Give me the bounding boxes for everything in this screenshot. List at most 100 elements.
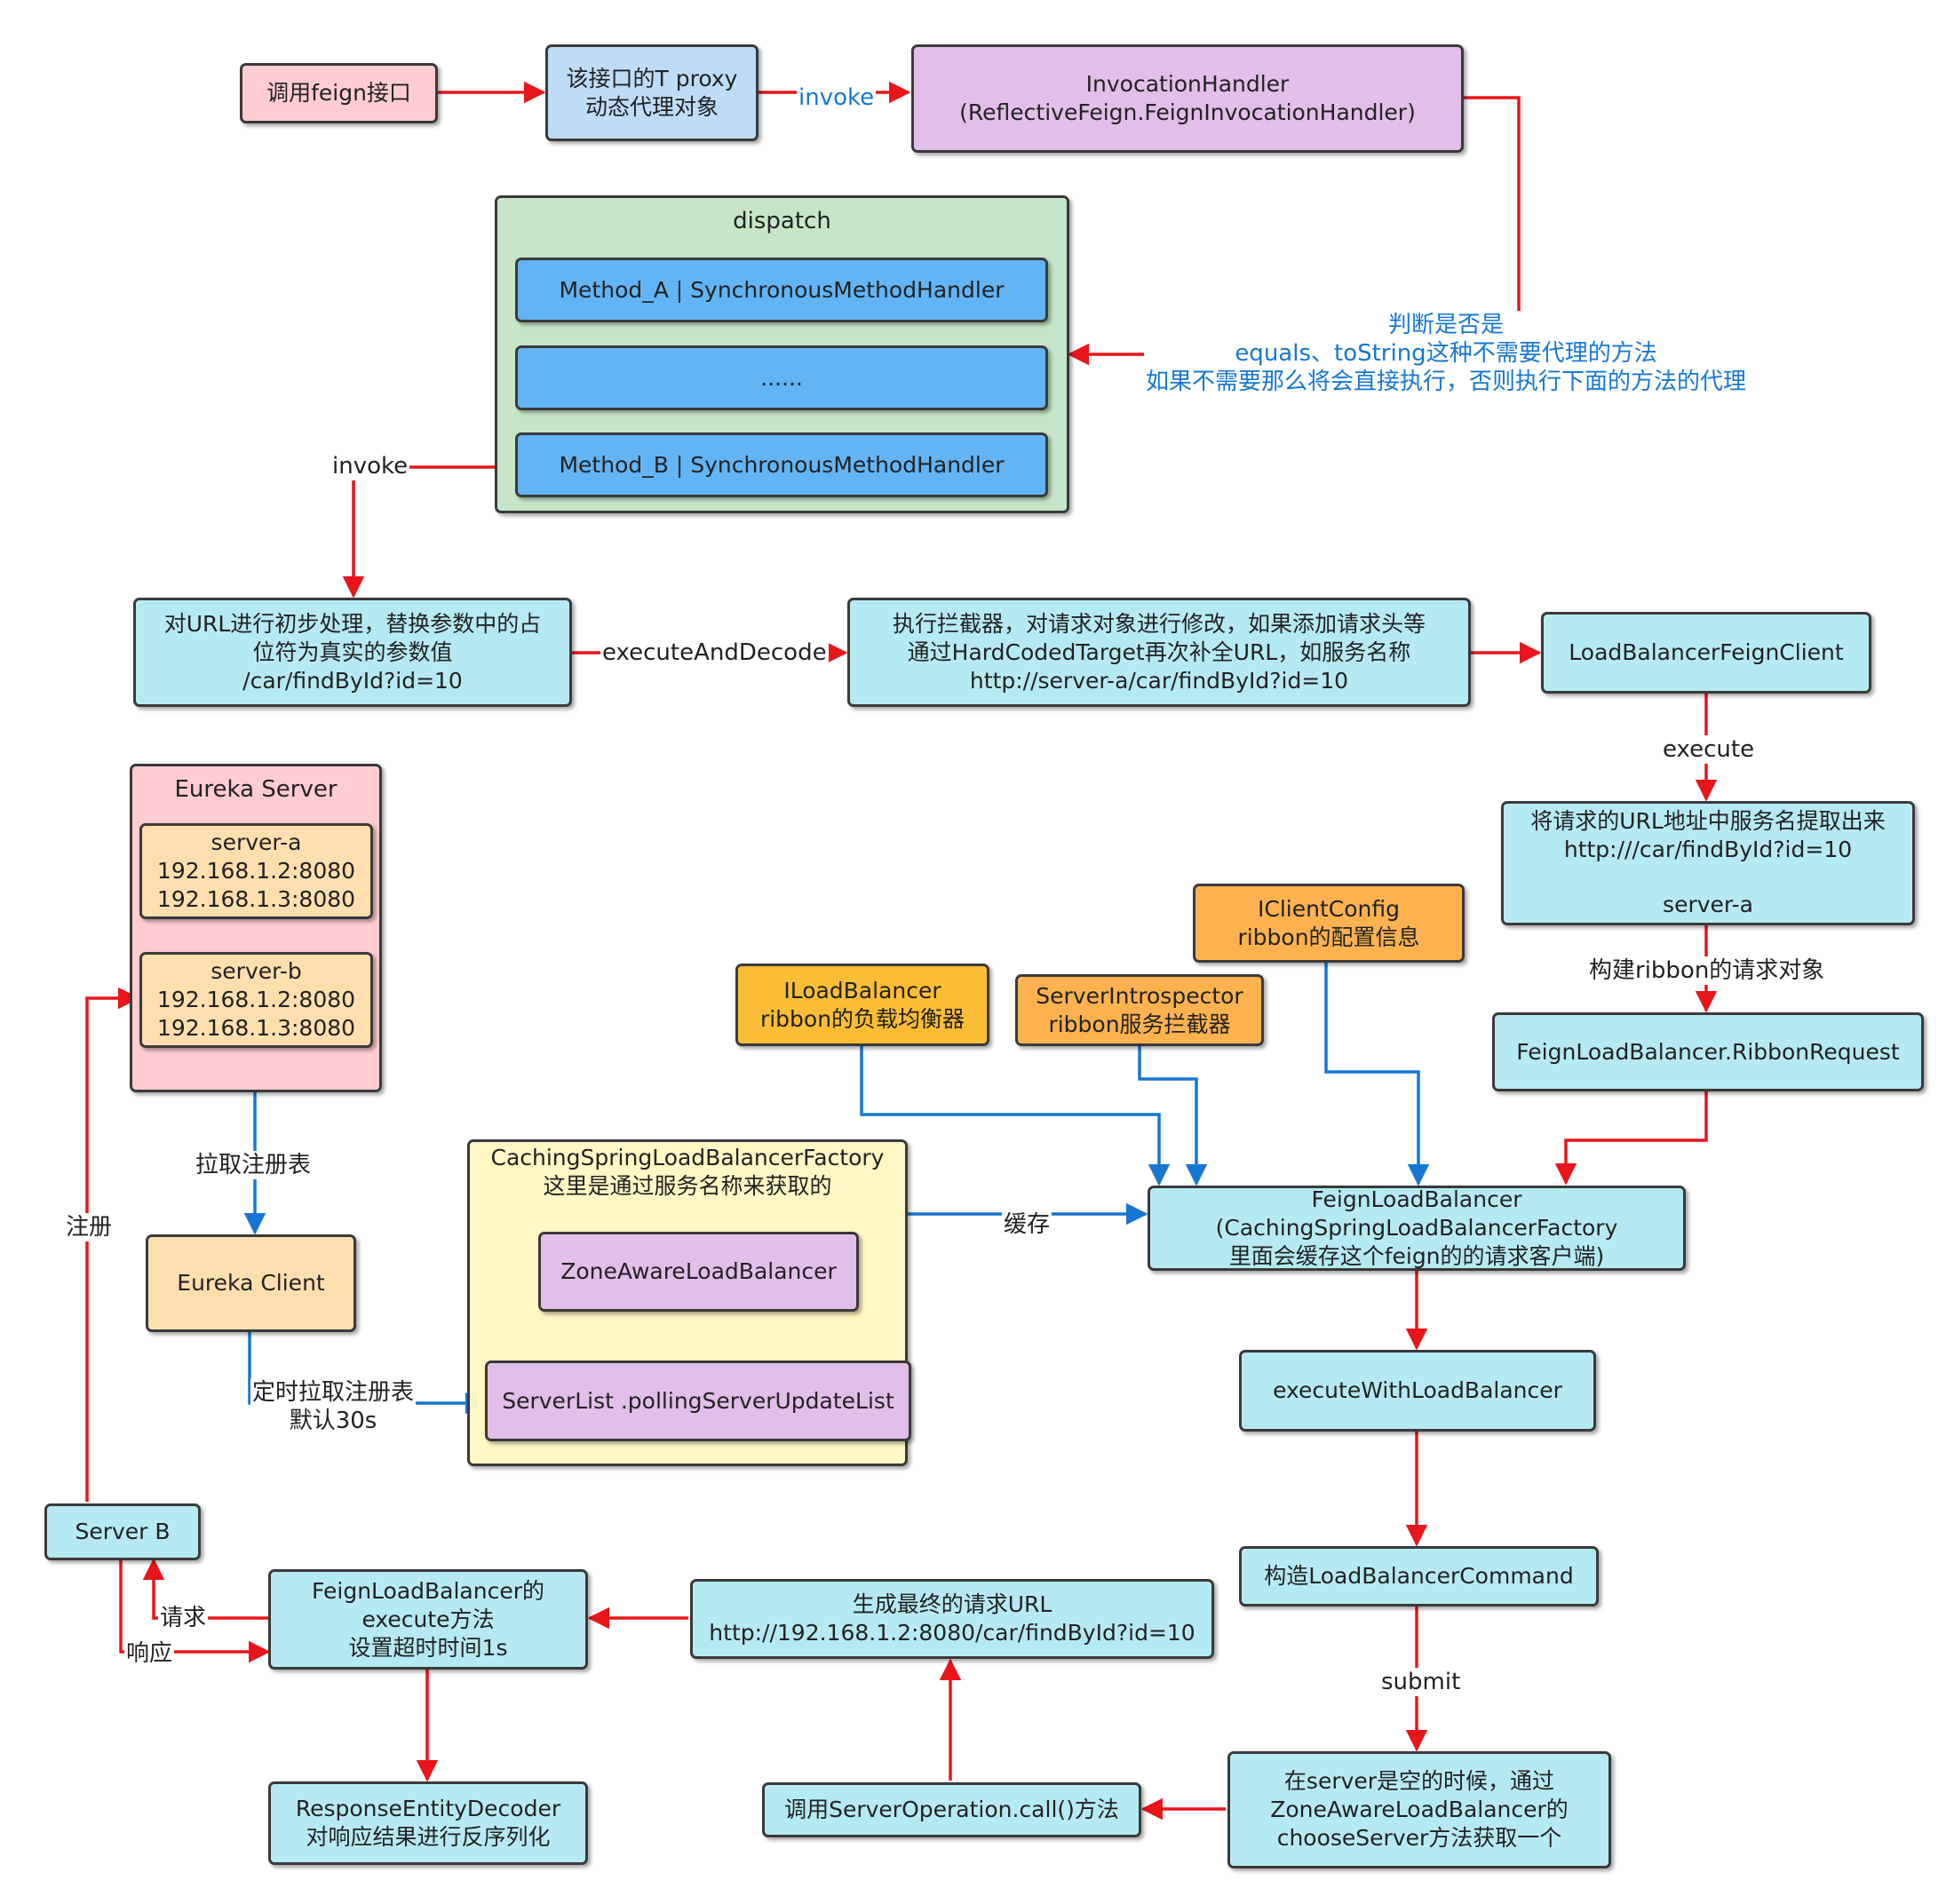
server-b-node[interactable]: Server B [44, 1503, 201, 1560]
final-url-line-2: http://192.168.1.2:8080/car/findById?id=… [709, 1620, 1195, 1646]
edge-introspector-to-flb [1138, 1046, 1208, 1186]
server-operation-label: 调用ServerOperation.call()方法 [784, 1797, 1119, 1822]
iloadbalancer-line-1: ILoadBalancer [783, 977, 941, 1004]
url-preprocess-line-2: 位符为真实的参数值 [252, 639, 453, 665]
feign-load-balancer-line-2: (CachingSpringLoadBalancerFactory [1215, 1215, 1618, 1241]
extract-service-node[interactable]: 将请求的URL地址中服务名提取出来 http:///car/findById?i… [1501, 801, 1915, 925]
label-dispatch-note: 判断是否是 equals、toString这种不需要代理的方法 如果不需要那么将… [1144, 311, 1749, 396]
caching-factory-title-2: 这里是通过服务名称来获取的 [543, 1173, 832, 1199]
response-decoder-line-1: ResponseEntityDecoder [295, 1796, 561, 1821]
edge-ribbonrequest-to-flb [1554, 1091, 1708, 1186]
lb-feign-client-node[interactable]: LoadBalancerFeignClient [1541, 612, 1871, 694]
label-cache: 缓存 [1002, 1210, 1052, 1239]
iloadbalancer-node[interactable]: ILoadBalancer ribbon的负载均衡器 [735, 964, 989, 1046]
method-a-node[interactable]: Method_A | SynchronousMethodHandler [515, 258, 1048, 322]
server-b-registry-line-3: 192.168.1.3:8080 [156, 1015, 356, 1041]
flb-execute-line-2: execute方法 [361, 1606, 495, 1632]
server-a-line-1: server-a [210, 829, 302, 855]
flb-execute-node[interactable]: FeignLoadBalancer的 execute方法 设置超时时间1s [268, 1569, 588, 1670]
interceptor-line-1: 执行拦截器，对请求对象进行修改，如果添加请求头等 [892, 610, 1426, 637]
lb-command-label: 构造LoadBalancerCommand [1264, 1563, 1574, 1589]
extract-service-line-1: 将请求的URL地址中服务名提取出来 [1530, 808, 1886, 834]
method-a-label: Method_A | SynchronousMethodHandler [559, 276, 1005, 303]
extract-service-line-4: server-a [1663, 892, 1753, 917]
server-introspector-line-1: ServerIntrospector [1036, 982, 1243, 1009]
server-introspector-line-2: ribbon服务拦截器 [1048, 1011, 1231, 1037]
response-decoder-node[interactable]: ResponseEntityDecoder 对响应结果进行反序列化 [268, 1781, 588, 1865]
url-preprocess-line-3: /car/findById?id=10 [242, 667, 463, 694]
zone-aware-node[interactable]: ZoneAwareLoadBalancer [538, 1232, 859, 1312]
url-preprocess-node[interactable]: 对URL进行初步处理，替换参数中的占 位符为真实的参数值 /car/findBy… [133, 598, 572, 707]
iclient-config-line-2: ribbon的配置信息 [1237, 924, 1420, 950]
lb-command-node[interactable]: 构造LoadBalancerCommand [1239, 1546, 1599, 1606]
lb-feign-client-label: LoadBalancerFeignClient [1569, 639, 1844, 665]
label-execute: execute [1661, 735, 1757, 764]
server-introspector-node[interactable]: ServerIntrospector ribbon服务拦截器 [1015, 974, 1264, 1046]
ribbon-request-label: FeignLoadBalancer.RibbonRequest [1516, 1038, 1900, 1065]
choose-server-line-3: chooseServer方法获取一个 [1276, 1825, 1562, 1851]
final-url-node[interactable]: 生成最终的请求URL http://192.168.1.2:8080/car/f… [690, 1579, 1214, 1659]
feign-load-balancer-line-3: 里面会缓存这个feign的的请求客户端) [1228, 1243, 1605, 1269]
eureka-client-label: Eureka Client [177, 1270, 325, 1296]
response-decoder-line-2: 对响应结果进行反序列化 [306, 1824, 551, 1850]
eureka-client-node[interactable]: Eureka Client [146, 1234, 356, 1332]
label-register: 注册 [64, 1213, 115, 1242]
method-b-label: Method_B | SynchronousMethodHandler [559, 451, 1005, 478]
invocation-handler-line-1: InvocationHandler [1085, 71, 1290, 97]
choose-server-line-2: ZoneAwareLoadBalancer的 [1270, 1797, 1569, 1822]
edge-config-to-flb [1324, 963, 1430, 1186]
method-ellipsis-label: ...... [760, 364, 803, 391]
caching-factory-title-1: CachingSpringLoadBalancerFactory [490, 1145, 885, 1170]
invocation-handler-line-2: (ReflectiveFeign.FeignInvocationHandler) [959, 99, 1416, 125]
proxy-line-1: 该接口的T proxy [566, 65, 738, 91]
feign-load-balancer-line-1: FeignLoadBalancer [1311, 1186, 1522, 1212]
label-response: 响应 [124, 1639, 175, 1668]
invocation-handler-node[interactable]: InvocationHandler (ReflectiveFeign.Feign… [911, 44, 1464, 153]
flb-execute-line-3: 设置超时时间1s [348, 1634, 508, 1661]
label-timed-pull: 定时拉取注册表 默认30s [250, 1378, 417, 1435]
choose-server-node[interactable]: 在server是空的时候，通过 ZoneAwareLoadBalancer的 c… [1227, 1751, 1611, 1868]
edge-iloadbalancer-to-flb [860, 1046, 1171, 1186]
feign-load-balancer-node[interactable]: FeignLoadBalancer (CachingSpringLoadBala… [1148, 1186, 1686, 1271]
choose-server-line-1: 在server是空的时候，通过 [1283, 1768, 1555, 1794]
server-b-registry-line-2: 192.168.1.2:8080 [156, 987, 356, 1012]
zone-aware-label: ZoneAwareLoadBalancer [560, 1258, 837, 1284]
label-invoke-left: invoke [330, 452, 410, 480]
ribbon-request-node[interactable]: FeignLoadBalancer.RibbonRequest [1492, 1012, 1924, 1091]
method-b-node[interactable]: Method_B | SynchronousMethodHandler [515, 432, 1048, 497]
label-invoke-top: invoke [797, 83, 877, 112]
server-b-registry-line-1: server-b [210, 958, 302, 984]
label-execute-and-decode: executeAndDecode [600, 639, 829, 667]
server-a-line-2: 192.168.1.2:8080 [156, 858, 356, 884]
interceptor-line-2: 通过HardCodedTarget再次补全URL，如服务名称 [907, 639, 1411, 665]
server-a-node[interactable]: server-a 192.168.1.2:8080 192.168.1.3:80… [139, 823, 373, 919]
edge-invoke-method-b [342, 465, 515, 599]
dispatch-title: dispatch [733, 208, 831, 234]
server-b-label: Server B [75, 1519, 171, 1544]
server-b-registry-node[interactable]: server-b 192.168.1.2:8080 192.168.1.3:80… [139, 952, 373, 1048]
interceptor-node[interactable]: 执行拦截器，对请求对象进行修改，如果添加请求头等 通过HardCodedTarg… [847, 598, 1471, 707]
extract-service-line-2: http:///car/findById?id=10 [1563, 837, 1853, 862]
url-preprocess-line-1: 对URL进行初步处理，替换参数中的占 [163, 610, 542, 637]
flb-execute-line-1: FeignLoadBalancer的 [311, 1577, 544, 1604]
iloadbalancer-line-2: ribbon的负载均衡器 [759, 1005, 965, 1032]
call-feign-label: 调用feign接口 [266, 80, 411, 106]
execute-with-lb-node[interactable]: executeWithLoadBalancer [1239, 1350, 1596, 1432]
server-list-label: ServerList .pollingServerUpdateList [502, 1387, 894, 1414]
proxy-line-2: 动态代理对象 [584, 93, 719, 120]
eureka-server-title: Eureka Server [174, 776, 338, 803]
label-pull-registry: 拉取注册表 [194, 1151, 314, 1179]
server-list-node[interactable]: ServerList .pollingServerUpdateList [485, 1361, 911, 1441]
edge-serverb-response [119, 1560, 271, 1663]
method-ellipsis-node[interactable]: ...... [515, 345, 1048, 410]
label-request: 请求 [158, 1604, 209, 1632]
final-url-line-1: 生成最终的请求URL [852, 1591, 1052, 1617]
label-submit: submit [1379, 1668, 1463, 1696]
call-feign-node[interactable]: 调用feign接口 [240, 63, 438, 123]
server-a-line-3: 192.168.1.3:8080 [156, 886, 356, 912]
proxy-node[interactable]: 该接口的T proxy 动态代理对象 [545, 44, 759, 141]
execute-with-lb-label: executeWithLoadBalancer [1273, 1377, 1562, 1403]
iclient-config-node[interactable]: IClientConfig ribbon的配置信息 [1193, 884, 1465, 963]
edge-serverb-register [85, 987, 140, 1502]
server-operation-node[interactable]: 调用ServerOperation.call()方法 [762, 1782, 1141, 1837]
